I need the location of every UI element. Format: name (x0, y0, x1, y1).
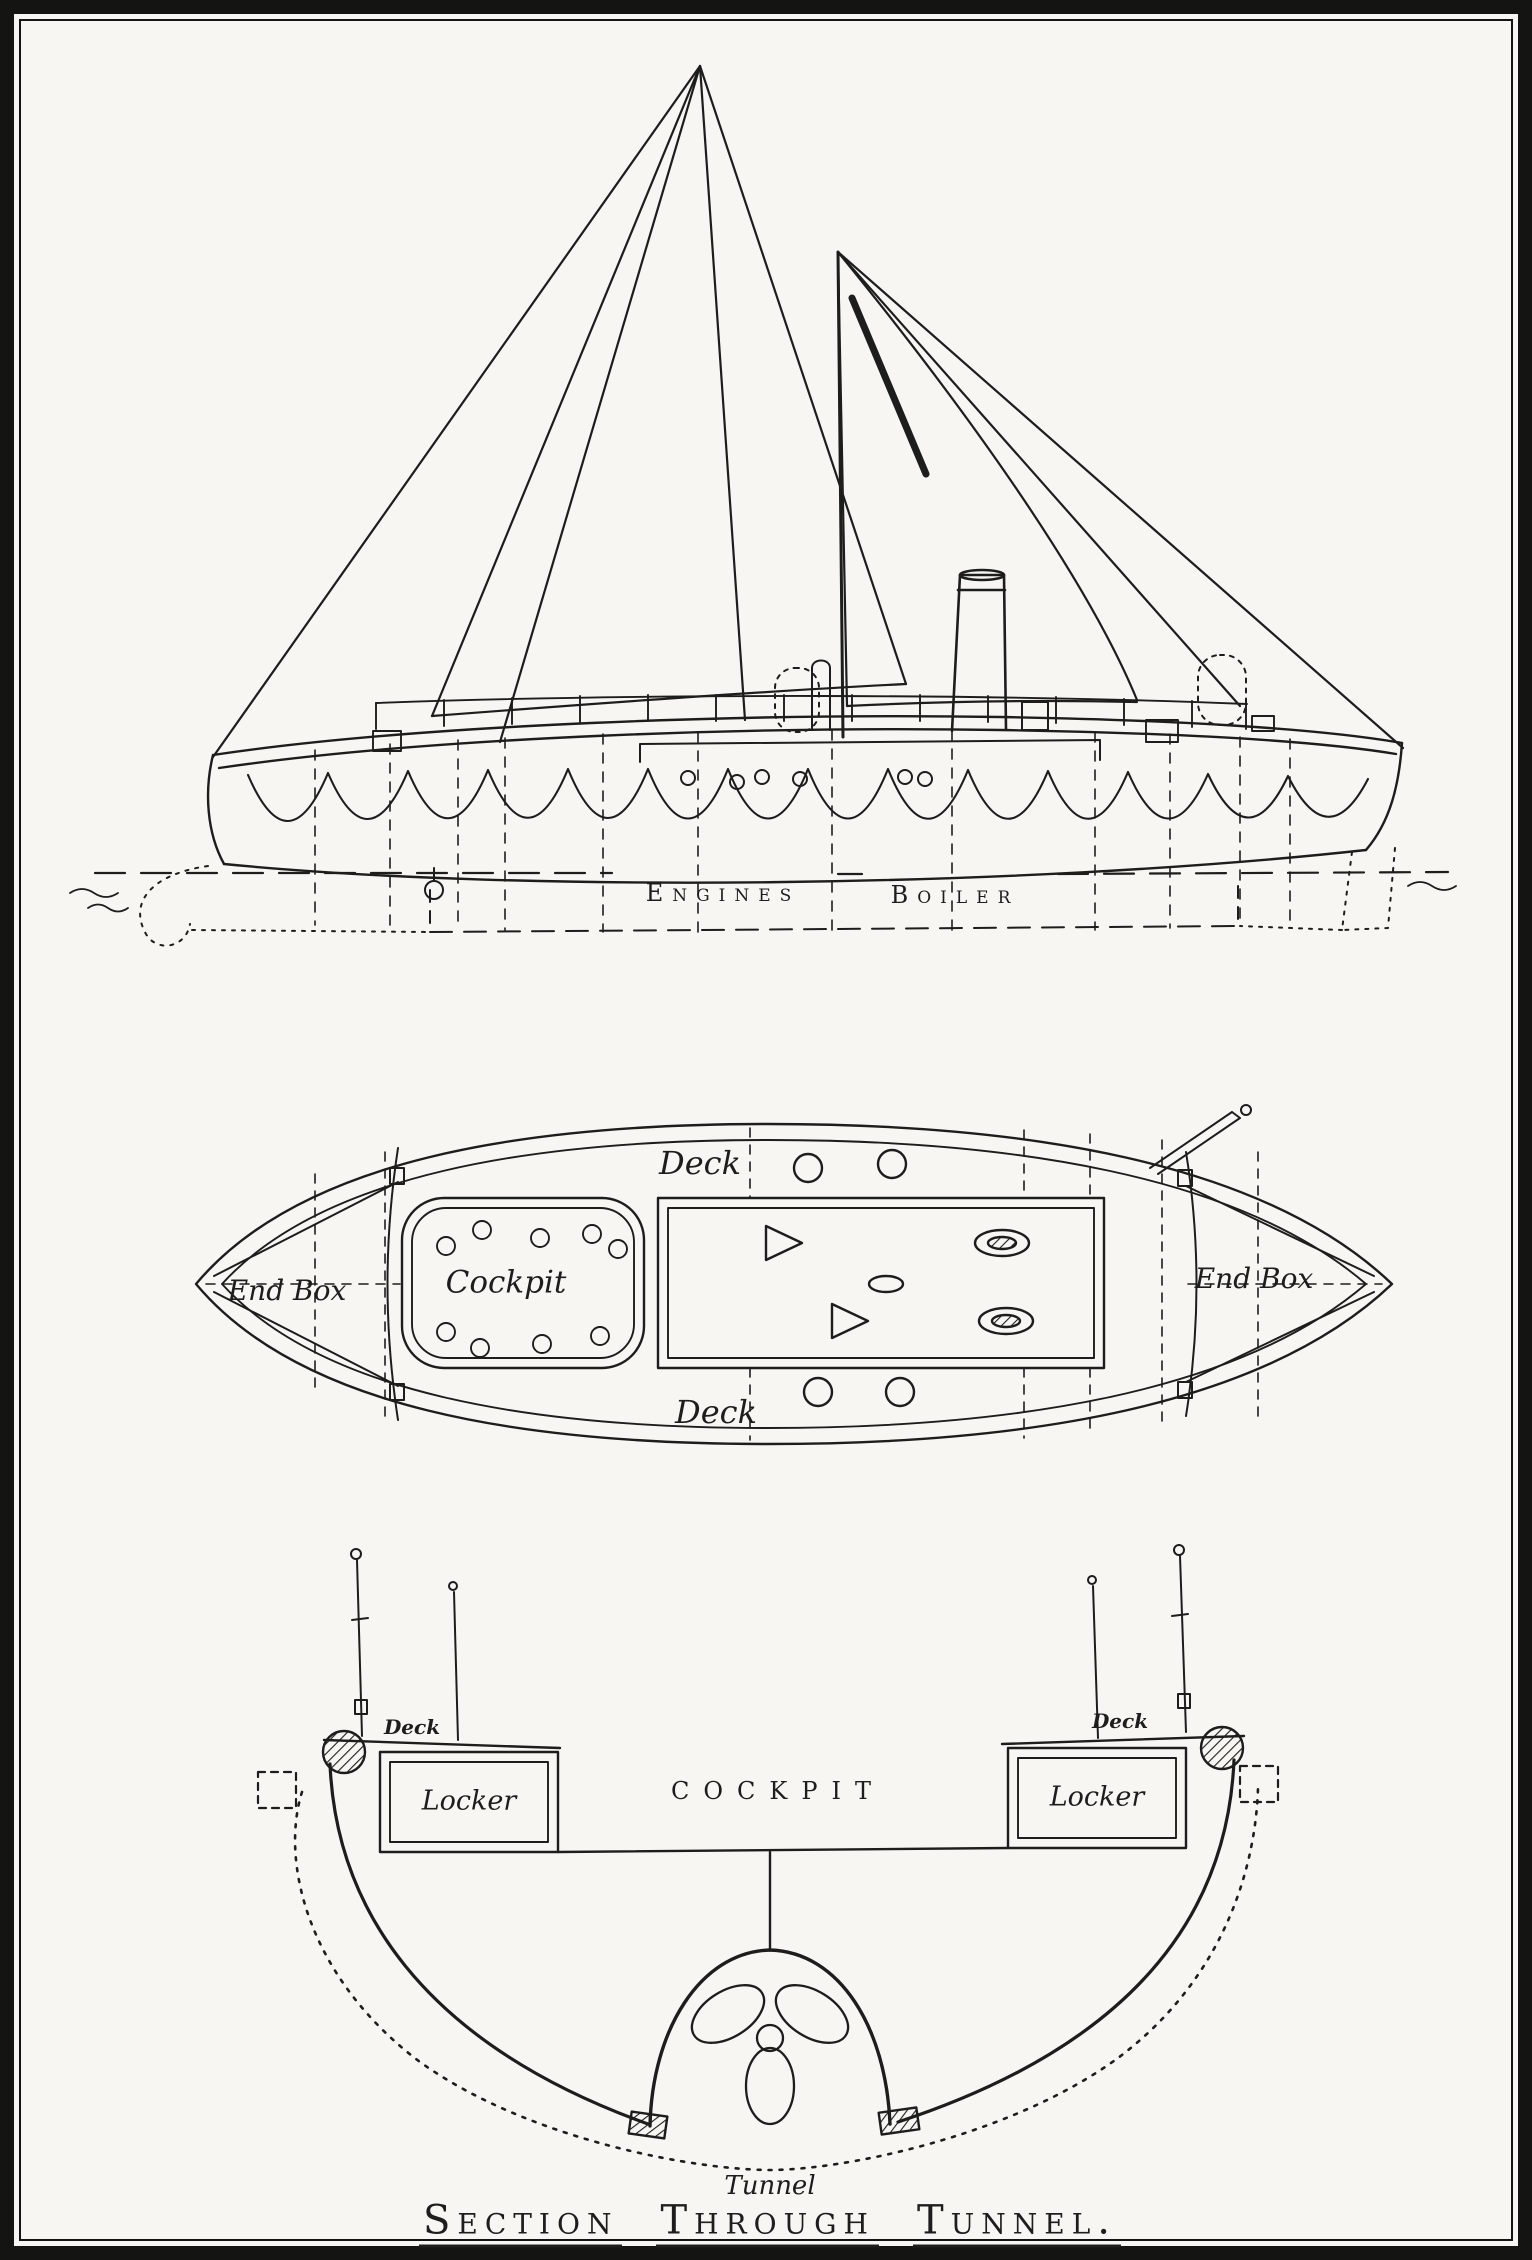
tunnel-arch (648, 1948, 892, 2128)
outer-fender-dotted (256, 1764, 1280, 2172)
section-decks-and-lockers (322, 1734, 1246, 1952)
plan-cockpit-label: Cockpit (445, 1264, 567, 1301)
propeller (690, 1984, 850, 2126)
engines-label: Engines (645, 879, 801, 907)
gunwale-fenders (321, 1725, 1245, 1775)
engine-casing-plan (656, 1196, 1106, 1370)
mizzen-sail-and-mast (836, 250, 1405, 750)
title-word-through: Through (656, 2201, 879, 2248)
section-deck-left-label: Deck (383, 1715, 441, 1739)
section-locker-right-label: Locker (1049, 1781, 1145, 1813)
plan-station-lines (205, 1127, 1383, 1441)
drawing-title: Section Through Tunnel. (418, 2201, 1122, 2248)
plan-end-box-left-label: End Box (227, 1274, 347, 1307)
section-deck-right-label: Deck (1091, 1709, 1149, 1733)
plan-end-box-right-label: End Box (1194, 1262, 1314, 1295)
cross-section-drawing (256, 1544, 1280, 2172)
boiler-label: Boiler (890, 881, 1020, 909)
section-cockpit-label: COCKPIT (671, 1777, 885, 1805)
keel-and-gear (139, 847, 1396, 947)
deck-rail (372, 694, 1275, 752)
title-word-tunnel: Tunnel. (912, 2201, 1122, 2248)
station-lines (314, 729, 1291, 933)
section-locker-left-label: Locker (421, 1785, 517, 1817)
cockpit-plan (400, 1196, 646, 1370)
funnel (950, 568, 1008, 733)
section-masts (350, 1544, 1191, 1741)
plan-deck-top-label: Deck (659, 1144, 741, 1182)
vents (774, 654, 1247, 733)
section-tunnel-label: Tunnel (724, 2171, 816, 2201)
end-box-structures (213, 1104, 1375, 1421)
section-hull (328, 1758, 1236, 2128)
side-elevation-drawing (69, 64, 1457, 947)
title-word-section: Section (418, 2201, 623, 2248)
plan-deck-bottom-label: Deck (675, 1393, 757, 1431)
keel-shoes (627, 2106, 921, 2140)
waterline (69, 870, 1457, 913)
engine-casing-side (639, 739, 1101, 790)
plan-view-drawing (194, 1104, 1394, 1446)
mainsail (211, 64, 908, 759)
fender-scallops (246, 767, 1370, 822)
hull-side (206, 715, 1404, 884)
deck-hatches (792, 1148, 916, 1408)
